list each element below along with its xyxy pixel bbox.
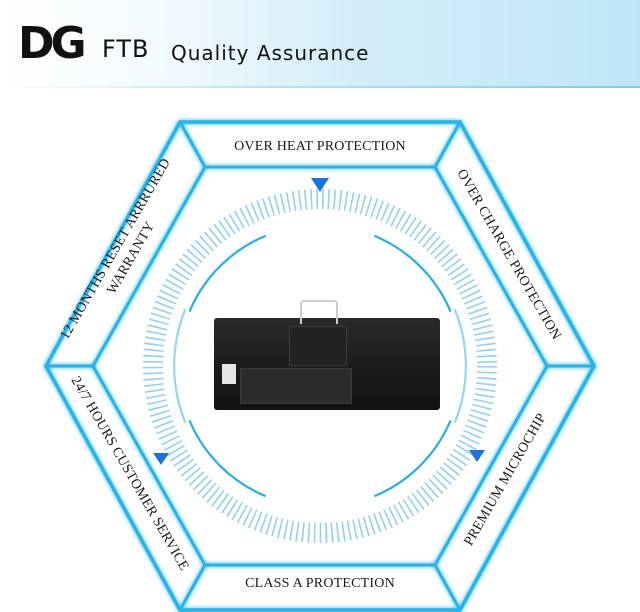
arrow-top-icon [311,178,329,192]
arrow-left-icon [153,453,169,465]
header-divider [0,86,640,88]
brand-logo: DG [18,18,87,69]
inner-arcs [173,235,467,497]
battery-label [240,368,352,404]
tick-ring [143,189,497,543]
battery-cell-cutout [289,326,347,366]
battery-product-image [214,300,440,410]
feature-hexagon-diagram [44,120,596,612]
brand-name: FTB [102,35,150,63]
hexagon-spokes [46,121,594,611]
header-banner: DG FTB Quality Assurance [0,0,640,86]
feature-top: OVER HEAT PROTECTION [234,139,406,154]
battery-sticker [222,364,236,384]
arrow-right-icon [469,450,485,462]
feature-bottom: CLASS A PROTECTION [245,576,395,591]
battery-connector-cable [300,300,338,324]
page-title: Quality Assurance [171,41,370,65]
